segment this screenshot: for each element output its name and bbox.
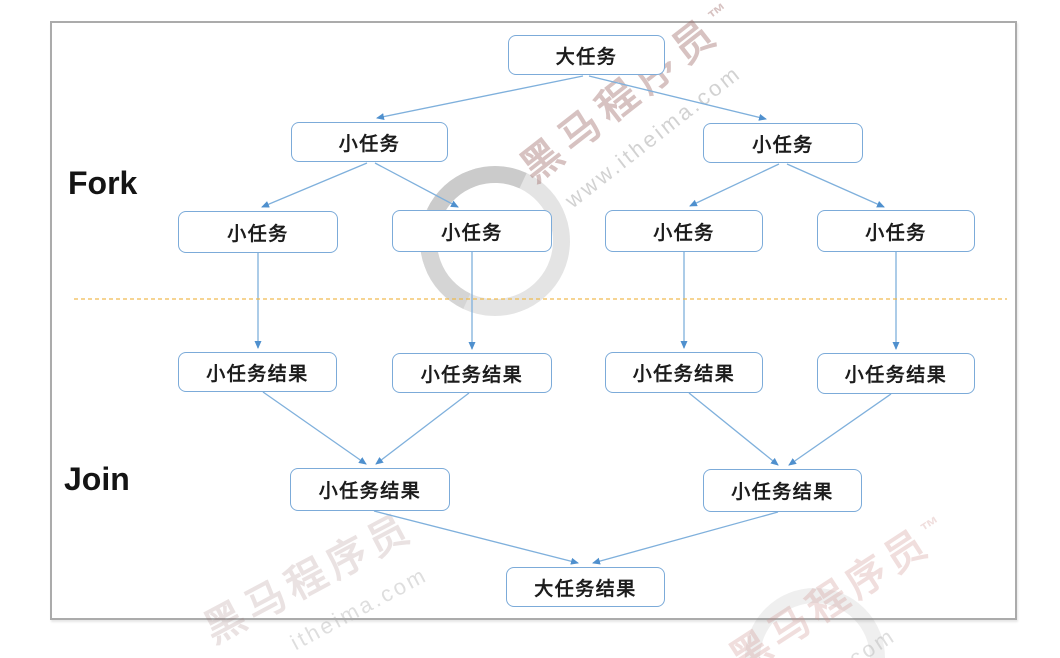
node-merged-result-right: 小任务结果 xyxy=(703,469,862,512)
node-merged-result-left: 小任务结果 xyxy=(290,468,450,511)
node-leaf-task-3: 小任务 xyxy=(605,210,763,252)
node-big-result: 大任务结果 xyxy=(506,567,665,607)
node-leaf-result-3: 小任务结果 xyxy=(605,352,763,393)
node-leaf-task-2: 小任务 xyxy=(392,210,552,252)
diagram-frame xyxy=(50,21,1017,620)
node-leaf-task-4: 小任务 xyxy=(817,210,975,252)
node-big-task: 大任务 xyxy=(508,35,665,75)
node-leaf-result-1: 小任务结果 xyxy=(178,352,337,392)
join-label: Join xyxy=(64,461,130,497)
node-leaf-result-4: 小任务结果 xyxy=(817,353,975,394)
node-fork-subtask-left: 小任务 xyxy=(291,122,448,162)
node-leaf-task-1: 小任务 xyxy=(178,211,338,253)
fork-label: Fork xyxy=(68,165,138,201)
watermark-url-text: www.itheima.com xyxy=(705,622,900,658)
node-leaf-result-2: 小任务结果 xyxy=(392,353,552,393)
node-fork-subtask-right: 小任务 xyxy=(703,123,863,163)
